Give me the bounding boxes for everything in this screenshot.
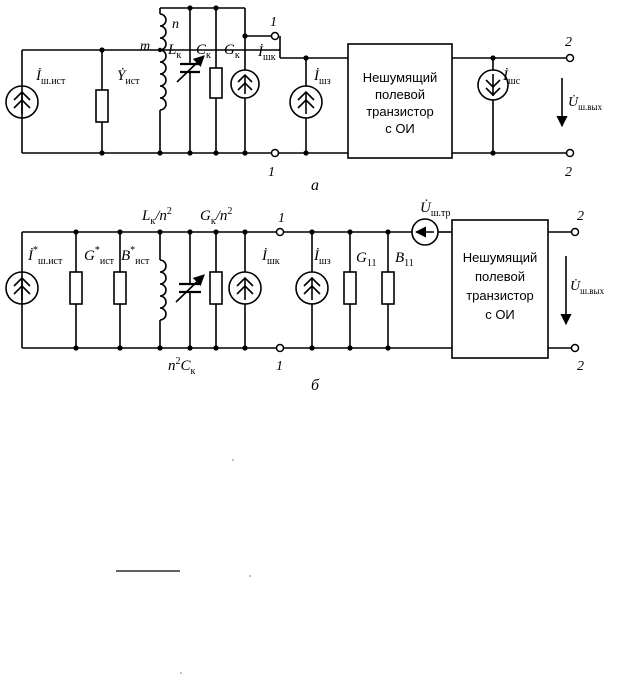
inductor-label-a: Lк — [167, 42, 181, 61]
b11-label: B11 — [395, 250, 414, 269]
noise-gate-label-a: İшз — [313, 68, 331, 87]
source-conductance-resistor-b — [69, 271, 83, 305]
noise-voltage-source-b — [411, 218, 439, 246]
terminal-2-top-label-a: 2 — [565, 35, 572, 50]
source-current-a — [5, 85, 39, 119]
conductance-resistor-b — [209, 271, 223, 305]
noise-circuit-source-b — [228, 271, 262, 305]
diagram-a: İш.ист Ẏист n m Lк Cк Gк — [5, 5, 603, 194]
tap-m-label: m — [140, 39, 150, 54]
source-current-b — [5, 271, 39, 305]
variable-capacitor-a — [176, 8, 205, 153]
source-current-label-a: İш.ист — [35, 68, 66, 87]
source-susceptance-element-b — [113, 271, 127, 305]
terminal-1-top-b — [275, 227, 285, 237]
noise-voltage-label-b: U̇ш.тр — [420, 200, 451, 219]
source-admittance-label-a: Ẏист — [117, 68, 140, 87]
terminal-1-top-label-a: 1 — [270, 15, 277, 30]
terminal-2-bottom-a — [565, 148, 575, 158]
inductor-label-b: Lк/n2 — [141, 206, 172, 227]
transistor-box-line2-b: полевой — [475, 269, 525, 284]
noise-gate-label-b: İшз — [313, 248, 331, 267]
terminal-1-bottom-label-b: 1 — [276, 359, 283, 374]
terminal-2-top-b — [570, 227, 580, 237]
transistor-box-line4-b: с ОИ — [485, 307, 515, 322]
diagram-b: İ*ш.ист G*ист B*ист Lк/n2 n2Cк — [5, 200, 605, 394]
transistor-box-line1-b: Нешумящий — [463, 250, 538, 265]
source-susceptance-label-b: B*ист — [121, 245, 150, 267]
terminal-1-bottom-a — [270, 148, 280, 158]
tapped-inductor-a — [159, 7, 245, 153]
terminal-1-top-label-b: 1 — [278, 211, 285, 226]
source-conductance-label-b: G*ист — [84, 245, 115, 267]
source-admittance-resistor-a — [95, 89, 109, 123]
terminal-1-bottom-b — [275, 343, 285, 353]
noise-gate-source-b — [295, 271, 329, 305]
transistor-box-b — [451, 219, 549, 359]
caption-a: а — [311, 177, 319, 194]
scan-artifacts — [116, 459, 251, 674]
output-voltage-label-b: U̇ш.вых — [570, 278, 605, 296]
caption-b: б — [311, 377, 320, 394]
terminal-2-bottom-label-b: 2 — [577, 359, 584, 374]
capacitor-label-b: n2Cк — [168, 356, 196, 377]
variable-capacitor-b — [175, 232, 205, 348]
noise-circuit-label-a: İшк — [257, 44, 276, 63]
noise-gate-source-a — [289, 85, 323, 119]
transistor-box-line2-a: полевой — [375, 87, 425, 102]
g11-resistor — [343, 271, 357, 305]
transistor-box-line1-a: Нешумящий — [363, 70, 438, 85]
transistor-box-line3-a: транзистор — [366, 104, 434, 119]
b11-element — [381, 271, 395, 305]
terminal-1-top-a — [270, 31, 280, 41]
terminal-2-bottom-label-a: 2 — [565, 165, 572, 180]
terminal-1-bottom-label-a: 1 — [268, 165, 275, 180]
source-current-label-b: İ*ш.ист — [27, 245, 63, 267]
transistor-box-line3-b: транзистор — [466, 288, 534, 303]
noise-channel-label-a: İшс — [502, 68, 521, 87]
capacitor-label-a: Cк — [196, 42, 211, 61]
g11-label: G11 — [356, 250, 376, 269]
terminal-2-top-label-b: 2 — [577, 209, 584, 224]
output-voltage-label-a: U̇ш.вых — [568, 94, 603, 112]
conductance-resistor-a — [209, 67, 223, 99]
noise-circuit-label-b: İшк — [261, 248, 280, 267]
conductance-label-b: Gк/n2 — [200, 206, 232, 227]
inductor-b — [159, 232, 167, 348]
conductance-label-a: Gк — [224, 42, 240, 61]
terminal-2-top-a — [565, 53, 575, 63]
terminal-2-bottom-b — [570, 343, 580, 353]
transistor-box-line4-a: с ОИ — [385, 121, 415, 136]
noise-circuit-source-a — [230, 69, 260, 99]
transistor-box-a — [347, 43, 453, 159]
tap-n-label: n — [172, 17, 179, 32]
